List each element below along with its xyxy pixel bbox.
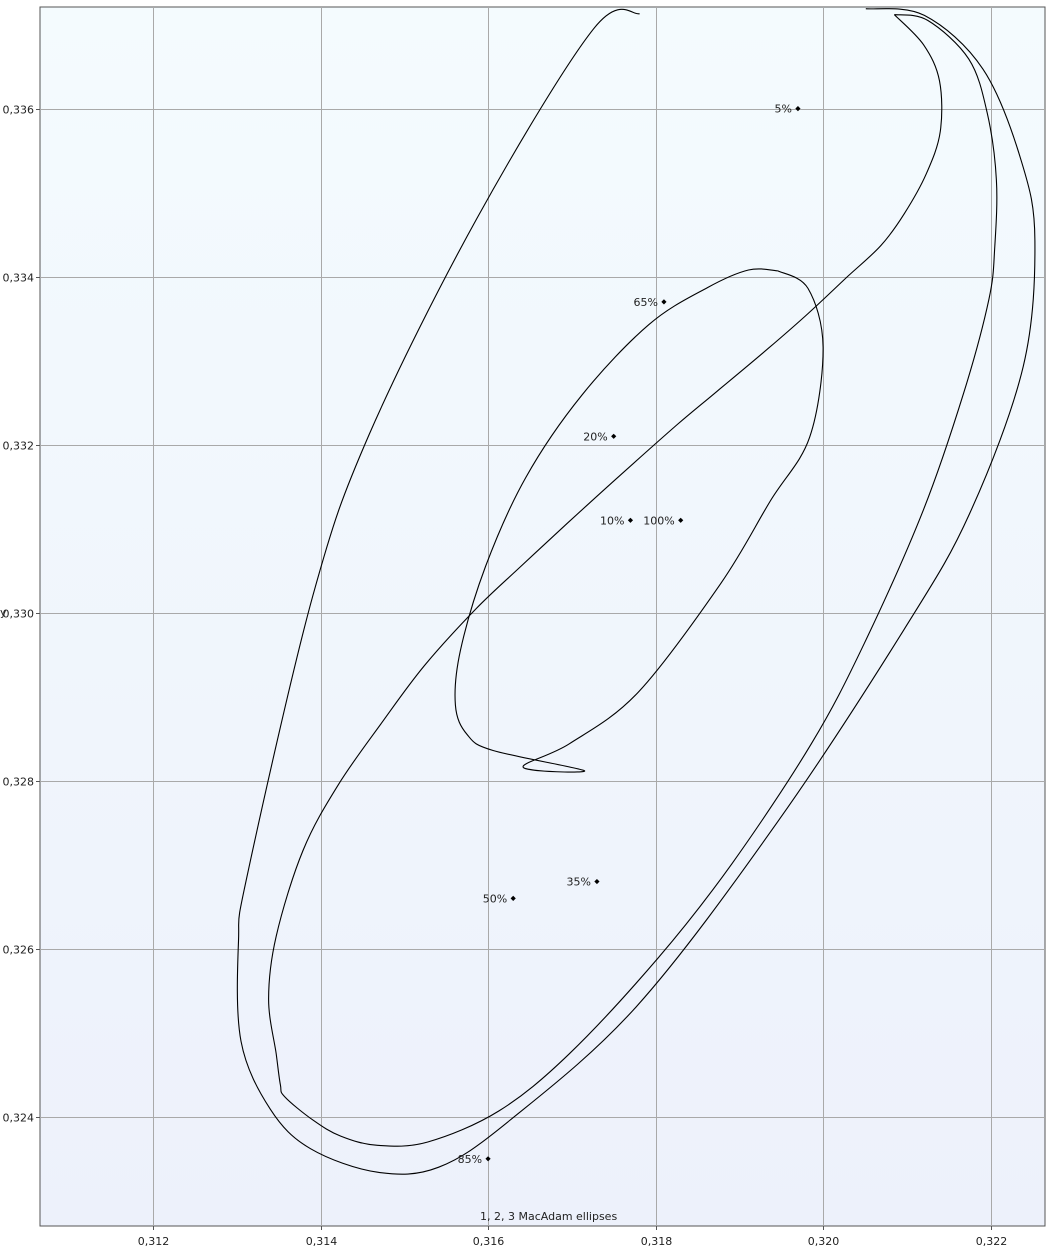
y-axis-label: y: [0, 606, 7, 619]
y-tick-label: 0,330: [3, 608, 35, 621]
data-point: [611, 433, 617, 439]
point-label: 50%: [483, 892, 507, 905]
point-label: 5%: [774, 103, 791, 116]
y-tick-label: 0,334: [3, 272, 35, 285]
point-label: 20%: [583, 430, 607, 443]
axis-layer: 0,312 0,314 0,316 0,318 0,320 0,322 0,336 0,334…: [3, 104, 1008, 1249]
x-tick-label: 0,320: [808, 1235, 840, 1248]
data-point: [678, 517, 684, 523]
macadam-ellipse-3: [268, 14, 998, 1147]
y-tick-label: 0,336: [3, 104, 35, 117]
data-point: [485, 1156, 491, 1162]
data-point: [510, 895, 516, 901]
point-label: 10%: [600, 514, 624, 527]
data-point: [661, 299, 667, 305]
y-tick-label: 0,326: [3, 944, 35, 957]
chart-annotation: 1, 2, 3 MacAdam ellipses: [480, 1210, 617, 1223]
point-label: 85%: [458, 1153, 482, 1166]
point-label: 100%: [643, 514, 674, 527]
point-layer: 5% 65% 20% 10% 100% 35% 50% 85%: [458, 103, 801, 1166]
plot-area: [39, 6, 1046, 1227]
x-tick-label: 0,322: [976, 1235, 1008, 1248]
point-label: 35%: [566, 876, 590, 889]
y-tick-label: 0,324: [3, 1112, 35, 1125]
x-tick-label: 0,314: [306, 1235, 338, 1248]
x-tick-label: 0,318: [641, 1235, 673, 1248]
macadam-ellipse-1: [454, 268, 824, 773]
macadam-ellipse-2: [236, 8, 1036, 1175]
y-tick-label: 0,328: [3, 776, 35, 789]
y-tick-label: 0,332: [3, 440, 35, 453]
ellipse-layer: [236, 8, 1036, 1175]
data-point: [627, 517, 634, 523]
point-label: 65%: [633, 296, 657, 309]
data-point: [795, 106, 801, 112]
x-tick-label: 0,312: [138, 1235, 170, 1248]
grid: [40, 7, 1045, 1226]
data-point: [594, 878, 600, 885]
x-tick-label: 0,316: [473, 1235, 505, 1248]
